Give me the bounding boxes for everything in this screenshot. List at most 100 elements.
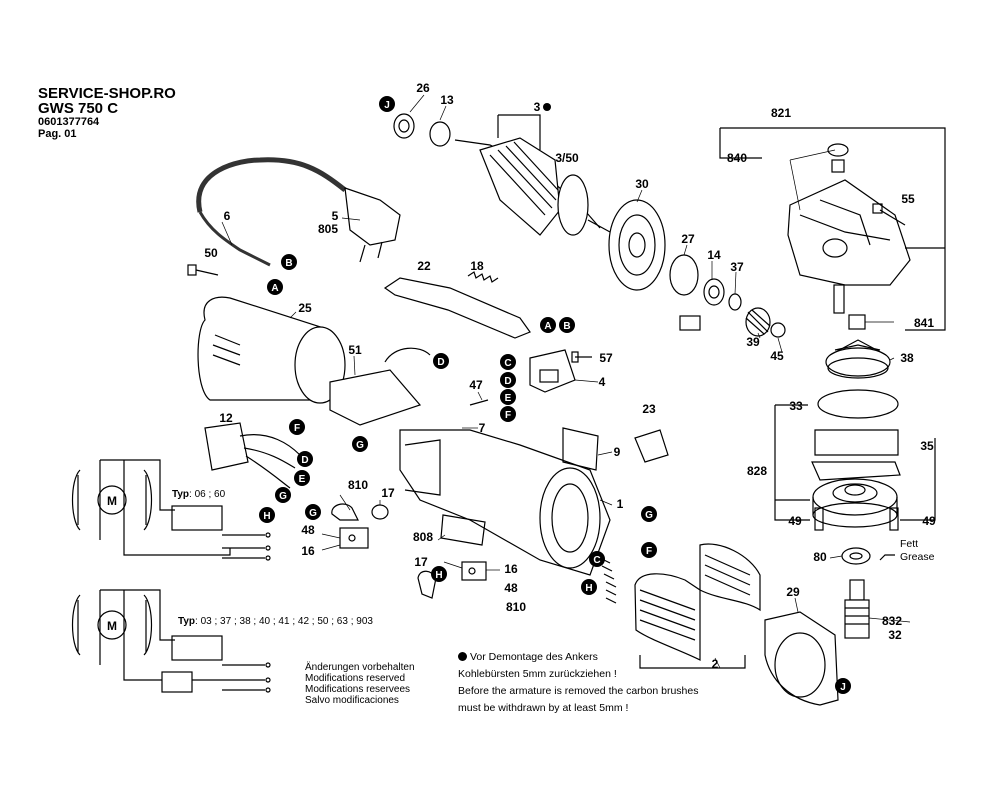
label-27: 27 — [681, 232, 695, 246]
label-3: 3 — [534, 100, 541, 114]
bullet-dot-icon — [458, 652, 467, 661]
cap-840 — [827, 143, 849, 157]
washer-80 — [841, 547, 871, 565]
svg-text:G: G — [279, 491, 287, 502]
ring-27 — [669, 254, 699, 296]
svg-text:D: D — [301, 455, 308, 466]
connector-a-2: A — [540, 317, 556, 333]
field-coil-2b — [634, 573, 701, 661]
connector-g-2: G — [275, 487, 291, 503]
svg-text:F: F — [294, 423, 300, 434]
bearing-flange-828 — [812, 478, 898, 528]
label-16a: 16 — [301, 544, 315, 558]
dismantle-line-1: Vor Demontage des Ankers — [470, 651, 598, 663]
connector-e-2: E — [294, 470, 310, 486]
gasket-35 — [814, 429, 899, 456]
connector-c-2: C — [589, 551, 605, 567]
type-label-bottom: Typ — [178, 616, 196, 627]
motor-symbols: M M — [107, 494, 117, 633]
protection-guard-29 — [764, 611, 839, 706]
label-6: 6 — [224, 209, 231, 223]
label-32: 32 — [888, 628, 902, 642]
svg-text:J: J — [384, 100, 390, 111]
label-832: 832 — [882, 614, 902, 628]
motor-symbol-top: M — [107, 494, 117, 508]
cover-51 — [329, 369, 422, 426]
label-17a: 17 — [381, 486, 395, 500]
armature — [393, 113, 611, 236]
connector-f-2: F — [289, 419, 305, 435]
type-note-bottom: Typ: 03 ; 37 ; 38 ; 40 ; 41 ; 42 ; 50 ; … — [178, 616, 373, 627]
grease-label-en: Grease — [900, 551, 935, 563]
label-841: 841 — [914, 316, 934, 330]
page-number: Pag. 01 — [38, 128, 77, 140]
dismantle-line-4: must be withdrawn by at least 5mm ! — [458, 702, 629, 714]
label-1: 1 — [617, 497, 624, 511]
label-7: 7 — [479, 421, 486, 435]
label-22: 22 — [417, 259, 431, 273]
svg-text:C: C — [504, 358, 511, 369]
connector-g-3: G — [305, 504, 321, 520]
modifications-note: Änderungen vorbehalten Modifications res… — [305, 662, 415, 706]
brush-holder-16b — [461, 561, 487, 581]
connector-d-3: D — [297, 451, 313, 467]
label-37: 37 — [730, 260, 744, 274]
spring-18 — [467, 271, 499, 283]
label-12: 12 — [219, 411, 233, 425]
label-18: 18 — [470, 259, 484, 273]
header-block: SERVICE-SHOP.RO GWS 750 C 0601377764 Pag… — [38, 86, 176, 140]
shop-name: SERVICE-SHOP.RO — [38, 85, 176, 102]
svg-text:A: A — [544, 321, 551, 332]
label-4: 4 — [599, 375, 606, 389]
label-9: 9 — [614, 445, 621, 459]
svg-text:F: F — [646, 546, 652, 557]
connector-f-3: F — [641, 542, 657, 558]
label-47: 47 — [469, 378, 483, 392]
label-5: 5 — [332, 209, 339, 223]
connector-g-4: G — [641, 506, 657, 522]
label-49b: 49 — [922, 514, 936, 528]
connector-h-2: H — [581, 579, 597, 595]
label-39: 39 — [746, 335, 760, 349]
modification-line-es: Salvo modificaciones — [305, 695, 399, 706]
svg-text:H: H — [435, 570, 442, 581]
key-part — [679, 315, 701, 331]
spindle — [844, 579, 870, 639]
connector-a-1: A — [267, 279, 283, 295]
label-808: 808 — [413, 530, 433, 544]
label-17b: 17 — [414, 555, 428, 569]
svg-text:A: A — [271, 283, 278, 294]
svg-text:C: C — [593, 555, 600, 566]
label-821: 821 — [771, 106, 791, 120]
label-48b: 48 — [504, 581, 518, 595]
label-51: 51 — [348, 343, 362, 357]
svg-text:G: G — [309, 508, 317, 519]
capacitor-12 — [204, 422, 301, 489]
label-33: 33 — [789, 399, 803, 413]
switch-button-23 — [634, 429, 669, 463]
label-23: 23 — [642, 402, 656, 416]
field-housing-1 — [399, 429, 611, 576]
type-values-bottom: : 03 ; 37 ; 38 ; 40 ; 41 ; 42 ; 50 ; 63 … — [195, 616, 373, 627]
label-810a: 810 — [348, 478, 368, 492]
svg-text:H: H — [263, 511, 270, 522]
label-57: 57 — [599, 351, 613, 365]
label-50: 50 — [204, 246, 218, 260]
pin-841 — [833, 284, 845, 314]
svg-text:E: E — [299, 474, 306, 485]
label-29: 29 — [786, 585, 800, 599]
modification-line-de: Änderungen vorbehalten — [305, 662, 415, 673]
field-coil-2a — [699, 543, 761, 612]
connector-f-1: F — [500, 406, 516, 422]
label-49a: 49 — [788, 514, 802, 528]
wiring-diagram-bottom — [71, 589, 271, 693]
connector-d-1: D — [433, 353, 449, 369]
connector-markers: B A D A B C D E F F G D E G H G F C H J … — [259, 96, 851, 694]
type-label-top: Typ — [172, 489, 190, 500]
dismantle-line-2: Kohlebürsten 5mm zurückziehen ! — [458, 668, 617, 680]
insulation-9 — [562, 427, 599, 471]
connector-e-1: E — [500, 389, 516, 405]
connector-h-3: H — [431, 566, 447, 582]
gear-housing — [787, 179, 911, 286]
